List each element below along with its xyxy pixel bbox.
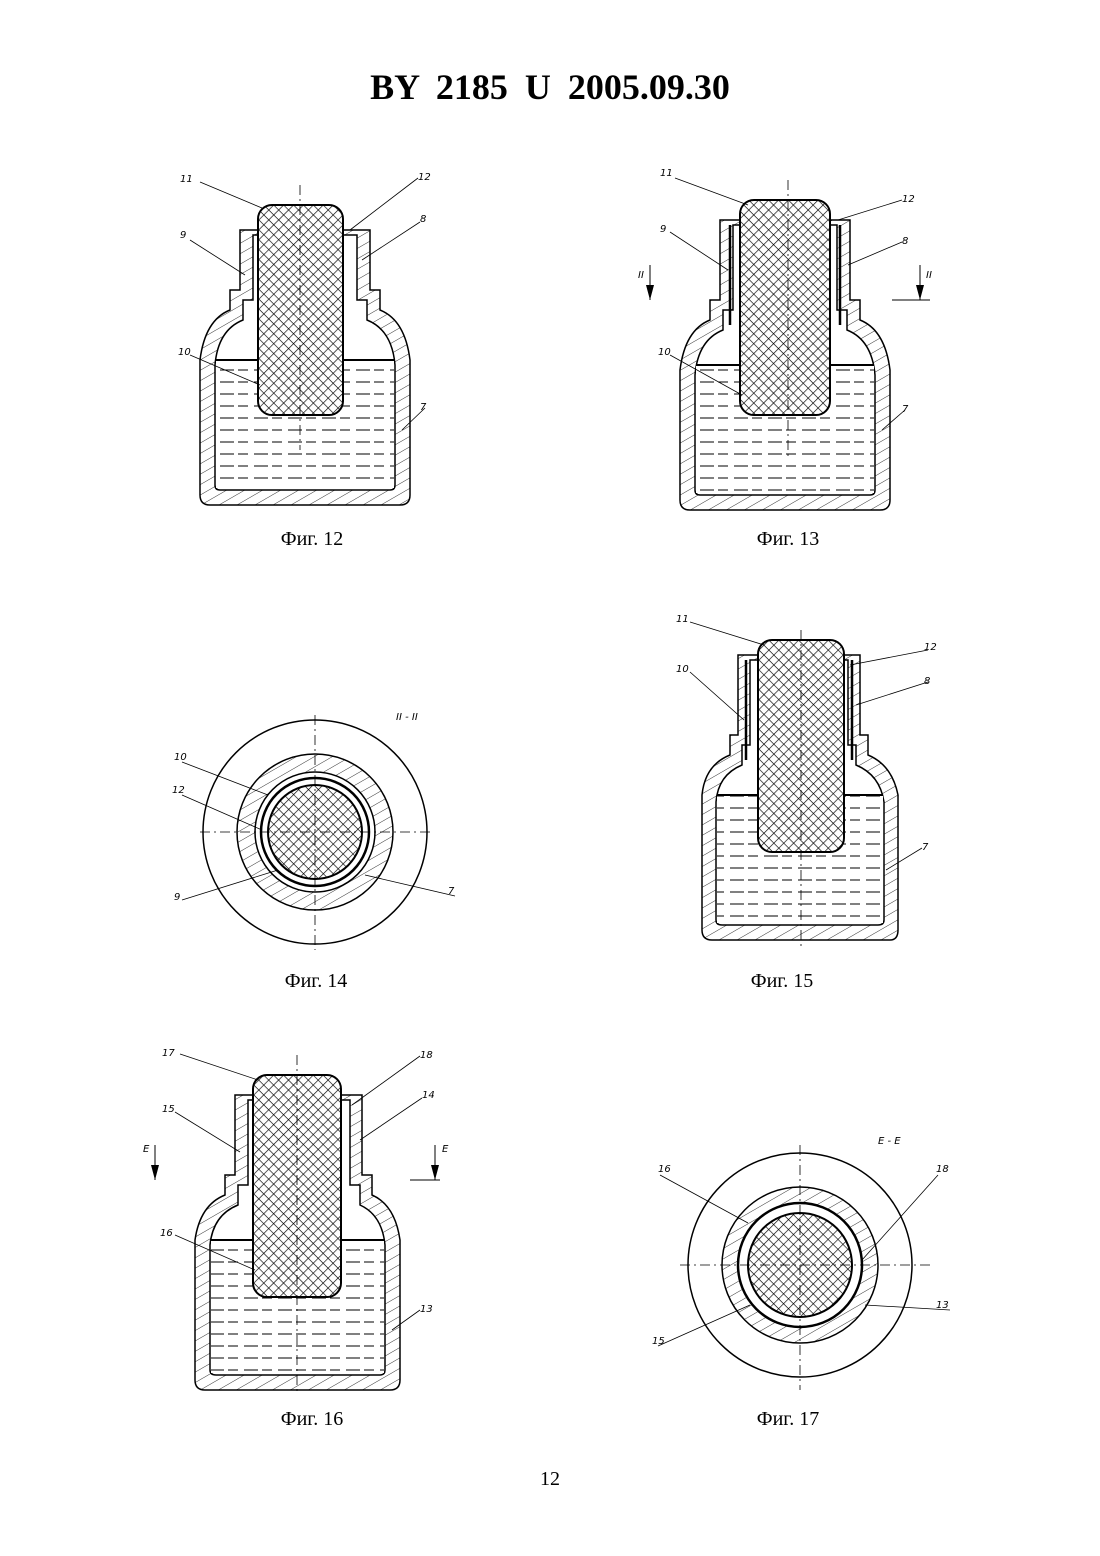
figure-16: E E 17 18 15 14 16 13: [140, 1040, 460, 1400]
caption-fig-16: Фиг. 16: [212, 1408, 412, 1431]
figure-15: 11 12 10 8 7: [660, 610, 960, 960]
label-15: 15: [652, 1336, 665, 1347]
label-7: 7: [420, 402, 427, 413]
label-10: 10: [676, 664, 689, 675]
figure-13-drawing: II II 11 12 9 8 10 7: [630, 160, 950, 520]
label-16: 16: [160, 1228, 173, 1239]
section-title: II - II: [396, 712, 418, 723]
figure-13: II II 11 12 9 8 10 7: [630, 160, 950, 520]
label-11: 11: [660, 168, 673, 179]
caption-fig-13: Фиг. 13: [688, 528, 888, 551]
caption-fig-15: Фиг. 15: [682, 970, 882, 993]
label-10: 10: [174, 752, 187, 763]
label-11: 11: [676, 614, 689, 625]
label-8: 8: [902, 236, 908, 247]
figure-12-drawing: 11 12 9 8 10 7: [150, 160, 470, 520]
label-9: 9: [660, 224, 666, 235]
label-16: 16: [658, 1164, 671, 1175]
section-mark-left: E: [143, 1144, 150, 1155]
label-12: 12: [172, 785, 185, 796]
label-9: 9: [174, 892, 180, 903]
label-12: 12: [418, 172, 431, 183]
figure-17-drawing: E - E 16 18 15 13: [640, 1130, 960, 1400]
label-15: 15: [162, 1104, 175, 1115]
label-17: 17: [162, 1048, 175, 1059]
page-number: 12: [0, 1468, 1100, 1491]
caption-fig-14: Фиг. 14: [216, 970, 416, 993]
label-13: 13: [420, 1304, 433, 1315]
figure-14-drawing: II - II 10 12 9 7: [160, 700, 480, 960]
label-7: 7: [448, 886, 455, 897]
section-title: E - E: [878, 1136, 901, 1147]
figure-14: II - II 10 12 9 7: [160, 700, 480, 960]
label-12: 12: [902, 194, 915, 205]
section-mark-left: II: [638, 270, 644, 281]
figure-17: E - E 16 18 15 13: [640, 1130, 960, 1400]
label-8: 8: [420, 214, 426, 225]
caption-fig-17: Фиг. 17: [688, 1408, 888, 1431]
label-11: 11: [180, 174, 193, 185]
label-7: 7: [922, 842, 929, 853]
caption-fig-12: Фиг. 12: [212, 528, 412, 551]
figure-12: 11 12 9 8 10 7: [150, 160, 470, 520]
label-7: 7: [902, 404, 909, 415]
document-header: BY 2185 U 2005.09.30: [0, 66, 1100, 108]
figure-16-drawing: E E 17 18 15 14 16 13: [140, 1040, 460, 1400]
label-8: 8: [924, 676, 930, 687]
label-10: 10: [658, 347, 671, 358]
section-mark-right: II: [926, 270, 932, 281]
label-14: 14: [422, 1090, 435, 1101]
label-12: 12: [924, 642, 937, 653]
label-10: 10: [178, 347, 191, 358]
label-18: 18: [420, 1050, 433, 1061]
label-9: 9: [180, 230, 186, 241]
label-13: 13: [936, 1300, 949, 1311]
figure-15-drawing: 11 12 10 8 7: [660, 610, 960, 960]
label-18: 18: [936, 1164, 949, 1175]
section-mark-right: E: [442, 1144, 449, 1155]
